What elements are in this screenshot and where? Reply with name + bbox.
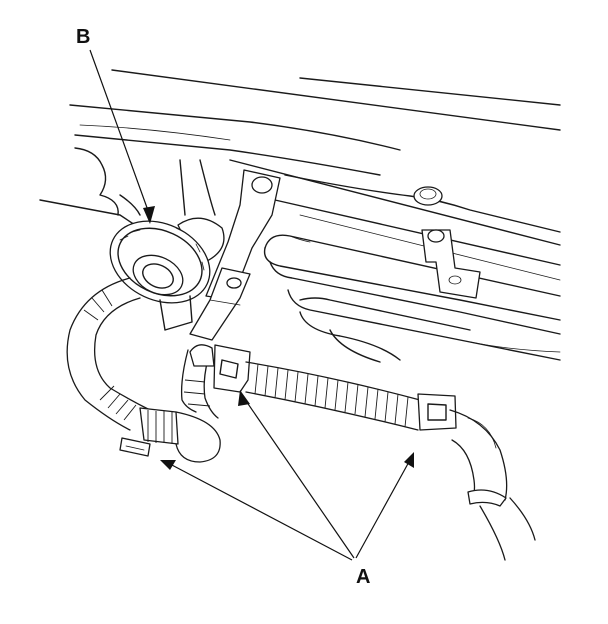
callout-label-a: A [356, 566, 371, 588]
callout-label-b: B [76, 26, 91, 48]
right-corrugated-hose [245, 361, 536, 561]
center-hose [175, 344, 221, 463]
callout-leaders [89, 49, 414, 561]
left-hose [66, 277, 179, 457]
right-mounting-bracket [421, 229, 481, 299]
exhaust-pipes [263, 234, 561, 363]
clip-a-left [213, 344, 251, 393]
center-bracket [189, 169, 281, 341]
component-b [109, 217, 225, 331]
frame-structure [39, 69, 561, 281]
